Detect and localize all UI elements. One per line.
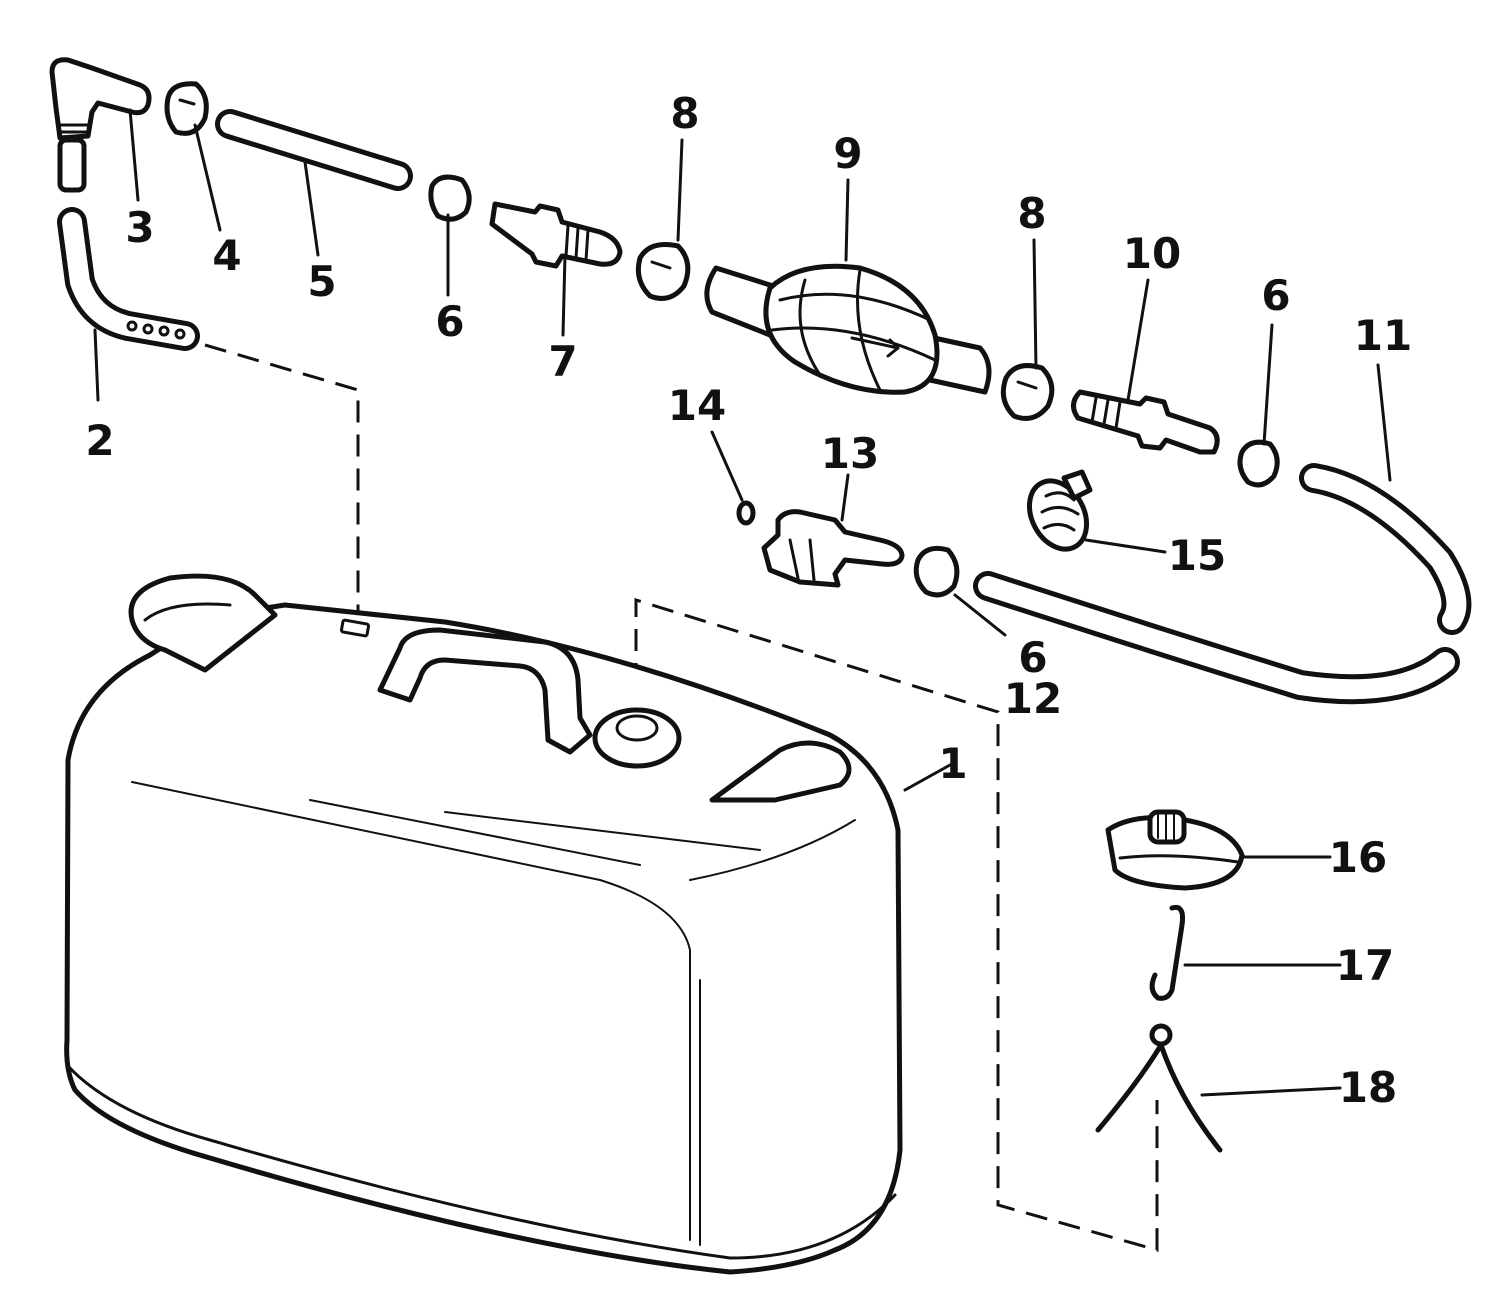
connector-7 — [489, 201, 623, 269]
callout-labels: 1 2 3 4 5 6 7 8 9 8 10 6 11 14 13 15 6 1… — [85, 89, 1412, 1112]
cap-hook — [1149, 904, 1185, 1001]
tether-wire — [1095, 1023, 1223, 1153]
callout-15: 15 — [1168, 531, 1226, 580]
callout-9: 9 — [833, 129, 862, 178]
callout-5: 5 — [307, 257, 336, 306]
callout-6-lower: 6 — [1018, 633, 1047, 682]
callout-1: 1 — [938, 739, 967, 788]
o-ring — [736, 500, 756, 526]
callout-10: 10 — [1123, 229, 1181, 278]
leader-lines — [93, 108, 1392, 1097]
primer-bulb — [704, 263, 992, 395]
clamp-6-lower — [913, 545, 960, 598]
assembly-dashed-lines — [204, 343, 1159, 1252]
clamp-8-right — [1000, 363, 1055, 421]
callout-18: 18 — [1339, 1063, 1397, 1112]
callout-4: 4 — [212, 231, 241, 280]
clamp-4 — [164, 81, 209, 136]
clamp-6-right — [1237, 439, 1280, 488]
callout-14: 14 — [668, 381, 726, 430]
callout-16: 16 — [1329, 833, 1387, 882]
filler-cap — [1105, 809, 1245, 891]
callout-8-right: 8 — [1017, 189, 1046, 238]
callout-11: 11 — [1354, 311, 1412, 360]
hose-clamp — [1026, 469, 1093, 552]
fuel-tank — [64, 573, 903, 1275]
fuel-line-hose — [973, 463, 1472, 705]
callout-13: 13 — [821, 429, 879, 478]
hose-5 — [215, 109, 413, 191]
pickup-tube — [57, 137, 200, 351]
elbow-fitting — [49, 57, 152, 141]
callout-6-upper: 6 — [435, 297, 464, 346]
callout-7: 7 — [548, 337, 577, 386]
callout-17: 17 — [1336, 941, 1394, 990]
callout-3: 3 — [125, 203, 154, 252]
callout-8-left: 8 — [670, 89, 699, 138]
tank-connector — [761, 509, 905, 588]
connector-10 — [1071, 389, 1220, 455]
callout-2: 2 — [85, 416, 114, 465]
callout-6-right: 6 — [1261, 271, 1290, 320]
callout-12: 12 — [1004, 674, 1062, 723]
clamp-8-left — [635, 242, 691, 301]
clamp-6-upper — [428, 174, 472, 222]
